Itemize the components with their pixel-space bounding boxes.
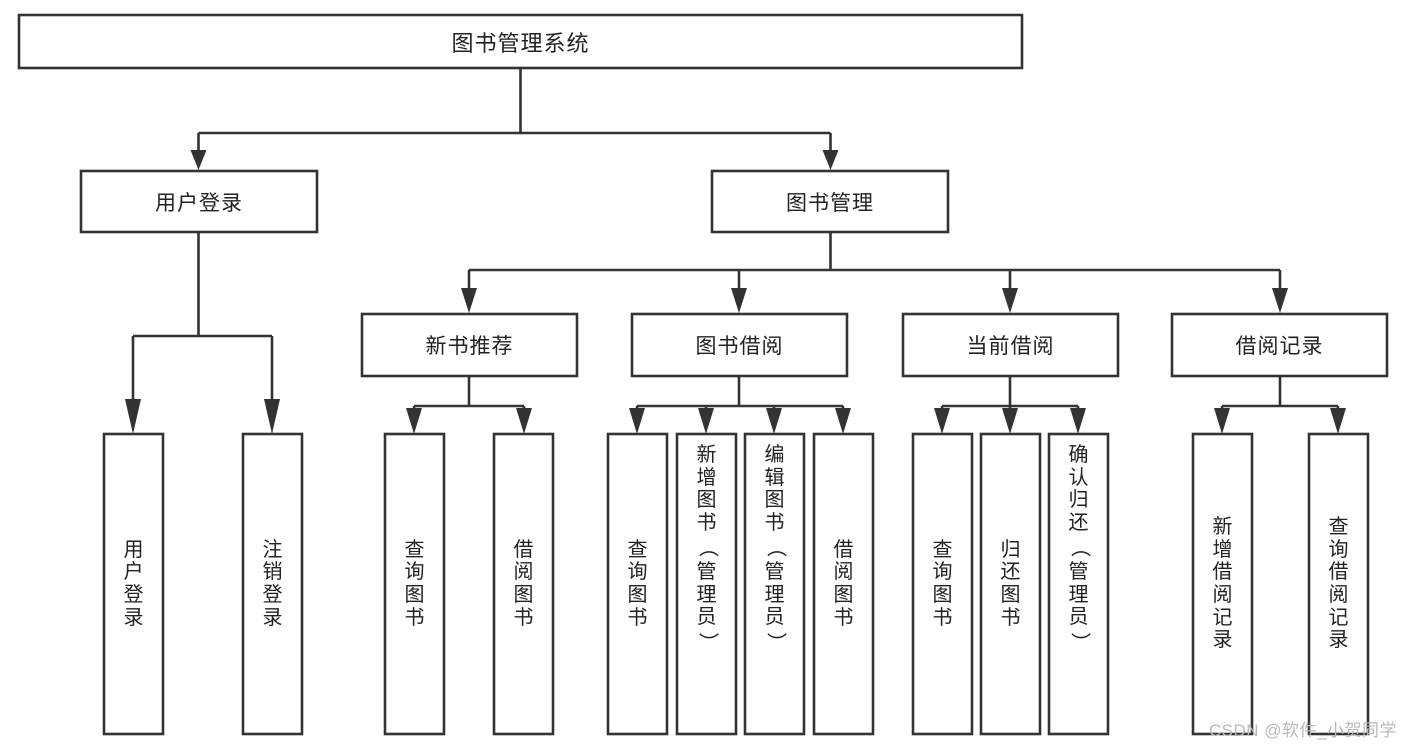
arrowhead-bb-leaf-1	[629, 408, 645, 434]
node-user-login[interactable]	[79, 169, 319, 234]
node-leaf-return-book[interactable]	[979, 432, 1042, 736]
csdn-watermark: CSDN @软件_小贺同学	[1208, 721, 1397, 740]
node-root-book-management-system[interactable]	[17, 13, 1024, 70]
arrowhead-nbr-leaf-1	[406, 408, 422, 434]
node-book-management[interactable]	[710, 169, 950, 234]
node-leaf-logout-login[interactable]	[241, 432, 304, 736]
node-leaf-user-login[interactable]	[102, 432, 165, 736]
node-leaf-borrow-book-2[interactable]	[812, 432, 875, 736]
arrowhead-bm-to-new-book-recommend	[461, 288, 477, 313]
node-leaf-query-book-2[interactable]	[606, 432, 669, 736]
arrowhead-cb-leaf-2	[1002, 408, 1018, 434]
node-current-borrow[interactable]	[901, 312, 1120, 378]
node-leaf-query-book-1[interactable]	[383, 432, 446, 736]
arrowhead-root-to-user-login	[190, 150, 207, 170]
arrowhead-bb-leaf-4	[835, 408, 851, 434]
arrowhead-bm-to-book-borrow	[731, 288, 747, 313]
arrowhead-cb-leaf-1	[934, 408, 950, 434]
arrowhead-bb-leaf-3	[766, 408, 782, 434]
node-book-borrow[interactable]	[630, 312, 849, 378]
node-borrow-record[interactable]	[1170, 312, 1389, 378]
arrowhead-cb-leaf-3	[1070, 408, 1086, 434]
node-leaf-borrow-book-1[interactable]	[492, 432, 555, 736]
node-leaf-add-book[interactable]	[675, 432, 738, 736]
arrowhead-bm-to-current-borrow	[1002, 288, 1018, 313]
arrowhead-user-login-leaf-2	[264, 399, 280, 434]
node-new-book-recommend[interactable]	[360, 312, 579, 378]
arrowhead-br-leaf-1	[1214, 408, 1230, 434]
arrowhead-nbr-leaf-2	[516, 408, 532, 434]
node-leaf-query-book-3[interactable]	[911, 432, 974, 736]
arrowhead-user-login-leaf-1	[125, 399, 141, 434]
arrowhead-bm-to-borrow-record	[1272, 288, 1288, 313]
node-leaf-edit-book[interactable]	[743, 432, 806, 736]
arrowhead-root-to-book-management	[822, 150, 839, 170]
arrowhead-bb-leaf-2	[698, 408, 714, 434]
node-leaf-confirm-return[interactable]	[1047, 432, 1110, 736]
node-leaf-add-record[interactable]	[1191, 432, 1254, 736]
arrowhead-br-leaf-2	[1330, 408, 1346, 434]
node-leaf-query-record[interactable]	[1307, 432, 1370, 736]
